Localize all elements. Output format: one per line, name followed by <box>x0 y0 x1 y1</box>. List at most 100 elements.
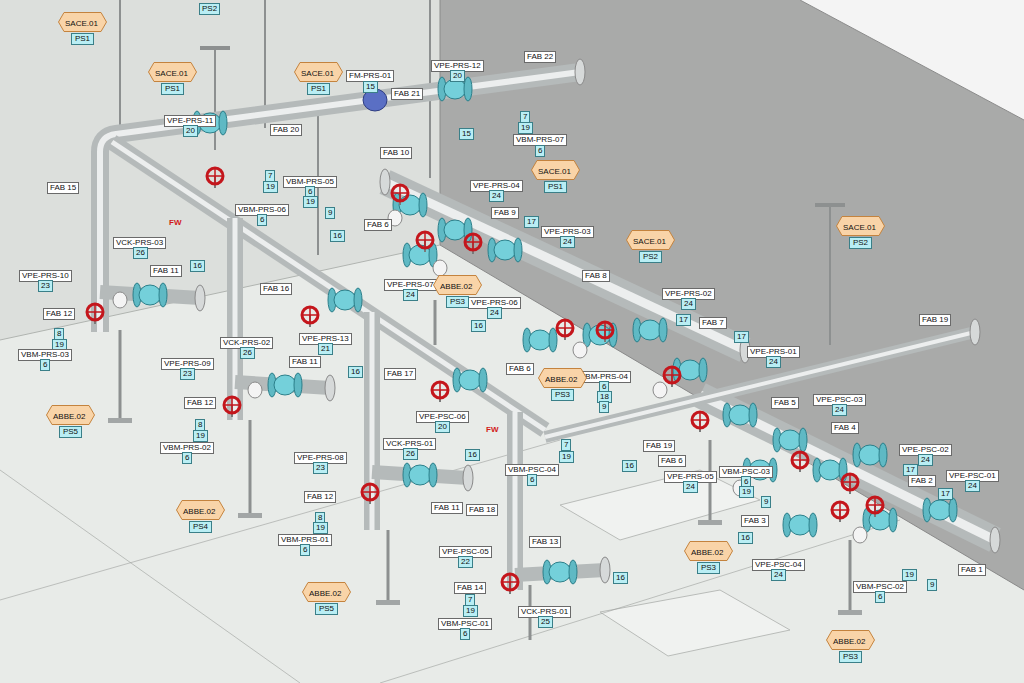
part-tag: FAB 4 <box>831 422 859 434</box>
header-pipe <box>385 182 745 350</box>
callout-number: 24 <box>403 289 418 301</box>
tag-hexagon: SACE.01 <box>626 230 675 250</box>
callout-number: 17 <box>734 331 749 343</box>
support-tag: SACE.01PS1 <box>294 62 343 95</box>
handwheel <box>417 232 433 252</box>
valve-body <box>583 323 617 347</box>
callout-number: 17 <box>676 314 691 326</box>
part-tag: FAB 8 <box>582 270 610 282</box>
callout-number: 19 <box>559 451 574 463</box>
part-tag: FAB 17 <box>384 368 416 380</box>
pipe-highlight <box>700 395 995 540</box>
support-code: SACE.01 <box>58 14 105 34</box>
part-tag: FAB 11 <box>150 265 182 277</box>
pipe-highlight <box>545 332 975 437</box>
tag-hexagon: SACE.01 <box>294 62 343 82</box>
pipe-flange <box>463 465 473 491</box>
part-tag: FAB 6 <box>658 455 686 467</box>
callout-number: 24 <box>918 454 933 466</box>
handwheel <box>465 234 481 254</box>
valve-actuator <box>113 292 127 308</box>
handwheel <box>362 484 378 504</box>
callout-number: 26 <box>240 347 255 359</box>
support-base <box>698 520 722 525</box>
support-tag: SACE.01PS2 <box>836 216 885 249</box>
handwheel <box>224 397 240 417</box>
callout-number: 23 <box>313 462 328 474</box>
support-post <box>849 540 852 612</box>
part-tag: FAB 22 <box>524 51 556 63</box>
callout-number: 16 <box>348 366 363 378</box>
callout-number: 19 <box>263 181 278 193</box>
valve-body <box>523 328 557 352</box>
part-tag: FAB 3 <box>741 515 769 527</box>
valve-actuator <box>573 342 587 358</box>
side-wall <box>440 0 1024 590</box>
handwheel <box>502 574 518 594</box>
check-valve <box>543 560 577 584</box>
tag-hexagon: ABBE.02 <box>684 541 733 561</box>
support-id: PS5 <box>315 603 338 615</box>
callout-number: 19 <box>739 486 754 498</box>
hanger-rod <box>829 205 831 345</box>
callout-number: 24 <box>681 298 696 310</box>
support-id: PS4 <box>189 521 212 533</box>
valve-body <box>488 238 522 262</box>
support-id: PS5 <box>59 426 82 438</box>
pipe-flange <box>380 169 390 195</box>
handwheel <box>842 474 858 494</box>
callout-number: 6 <box>460 628 470 640</box>
callout-number: 20 <box>183 125 198 137</box>
callout-number: 9 <box>325 207 335 219</box>
pipe-flange <box>575 59 585 85</box>
support-id: PS2 <box>639 251 662 263</box>
support-code: SACE.01 <box>836 218 883 238</box>
support-code: ABBE.02 <box>433 277 479 297</box>
callout-number: 6 <box>40 359 50 371</box>
support-id: PS1 <box>161 83 184 95</box>
support-code: ABBE.02 <box>538 370 584 390</box>
handwheel <box>87 304 103 324</box>
pipe <box>100 72 580 332</box>
callout-number: 19 <box>463 605 478 617</box>
support-id: PS1 <box>71 33 94 45</box>
support-post <box>434 300 437 345</box>
valve-body <box>783 513 817 537</box>
callout-number: 24 <box>965 480 980 492</box>
support-tag: ABBE.02PS3 <box>538 368 587 401</box>
support-code: ABBE.02 <box>826 632 872 652</box>
callout-number: 6 <box>535 145 545 157</box>
valve-body <box>923 498 957 522</box>
part-tag: FAB 13 <box>529 536 561 548</box>
support-tag: SACE.01PS1 <box>58 12 107 45</box>
back-wall <box>0 0 440 340</box>
part-tag: FAB 9 <box>491 207 519 219</box>
callout-number: 25 <box>538 616 553 628</box>
part-tag: FAB 21 <box>391 88 423 100</box>
tag-hexagon: ABBE.02 <box>302 582 351 602</box>
support-code: ABBE.02 <box>302 584 348 604</box>
floor-line <box>0 440 560 600</box>
callout-number: 16 <box>471 320 486 332</box>
valve-body <box>773 428 807 452</box>
pipe-flange <box>990 527 1000 553</box>
support-base <box>108 418 132 423</box>
callout-number: 19 <box>902 569 917 581</box>
callout-number: 6 <box>182 452 192 464</box>
support-code: SACE.01 <box>531 162 578 182</box>
callout-number: 6 <box>875 591 885 603</box>
callout-number: 19 <box>193 430 208 442</box>
callout-number: 23 <box>38 280 53 292</box>
part-tag: FAB 18 <box>466 504 498 516</box>
callout-number: 6 <box>300 544 310 556</box>
hanger-bar <box>815 203 845 207</box>
floor-plinth <box>600 590 790 656</box>
callout-number: 19 <box>518 122 533 134</box>
callout-number: 24 <box>683 481 698 493</box>
support-tag: ABBE.02PS4 <box>176 500 225 533</box>
part-tag: FAB 19 <box>643 440 675 452</box>
valve-body <box>853 443 887 467</box>
callout-number: 16 <box>190 260 205 272</box>
handwheel <box>664 367 680 387</box>
